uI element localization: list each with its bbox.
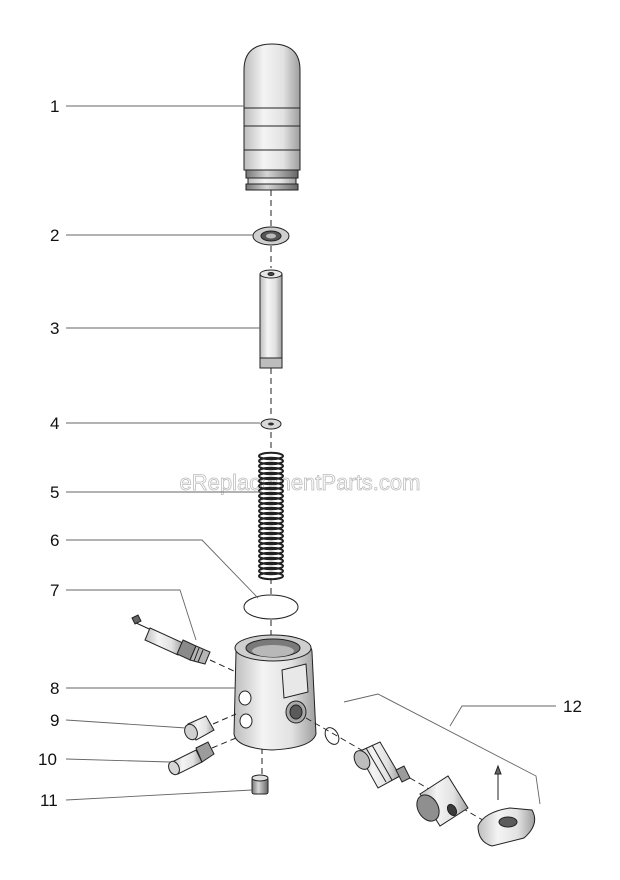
callout-10: 10 — [38, 750, 57, 769]
spring-coil — [258, 471, 284, 481]
part-4-washer — [260, 418, 282, 430]
spring-coil — [258, 501, 284, 511]
spring-coil — [258, 546, 284, 556]
callout-3: 3 — [50, 319, 59, 338]
spring-coil — [258, 466, 284, 476]
part-2-retainer — [252, 226, 290, 246]
spring-coil — [258, 551, 284, 561]
spring-coil — [258, 486, 284, 496]
callout-11: 11 — [40, 791, 58, 810]
spring-coil — [258, 561, 284, 571]
part-12-valve-assembly — [305, 717, 536, 847]
part-5-spring — [258, 451, 284, 581]
spring-coil — [258, 566, 284, 576]
callout-4: 4 — [50, 414, 59, 433]
spring-coil — [258, 476, 284, 486]
spring-coil — [258, 536, 284, 546]
spring-coil — [258, 556, 284, 566]
spring-coil — [258, 511, 284, 521]
part-7-bleed-valve — [131, 614, 237, 673]
part-3-filter-element — [259, 269, 283, 369]
spring-coil — [258, 526, 284, 536]
callout-2: 2 — [50, 226, 59, 245]
part-8-manifold-body — [233, 634, 317, 751]
callout-5: 5 — [50, 483, 59, 502]
part-11-small-plug — [251, 774, 269, 795]
watermark-text: eReplacementParts.com — [180, 470, 421, 495]
part-10-fitting — [168, 737, 237, 776]
leader-lines — [65, 105, 556, 805]
callout-1: 1 — [50, 97, 59, 116]
spring-coil — [258, 481, 284, 491]
callout-6: 6 — [50, 531, 59, 550]
spring-coil — [258, 541, 284, 551]
spring-coil — [258, 461, 284, 471]
spring-coil — [258, 531, 284, 541]
part-1-filter-housing — [243, 43, 301, 191]
spring-coil — [258, 456, 284, 466]
part-9-plug — [184, 713, 237, 741]
spring-coil — [258, 491, 284, 501]
part-6-o-ring — [243, 594, 299, 620]
spring-coil — [258, 451, 284, 461]
spring-coil — [258, 571, 284, 581]
callout-7: 7 — [50, 581, 59, 600]
callout-9: 9 — [50, 711, 59, 730]
spring-coil — [258, 496, 284, 506]
spring-coil — [258, 506, 284, 516]
spring-coil — [258, 521, 284, 531]
spring-coil — [258, 516, 284, 526]
callout-8: 8 — [50, 679, 59, 698]
callout-12: 12 — [563, 697, 582, 716]
